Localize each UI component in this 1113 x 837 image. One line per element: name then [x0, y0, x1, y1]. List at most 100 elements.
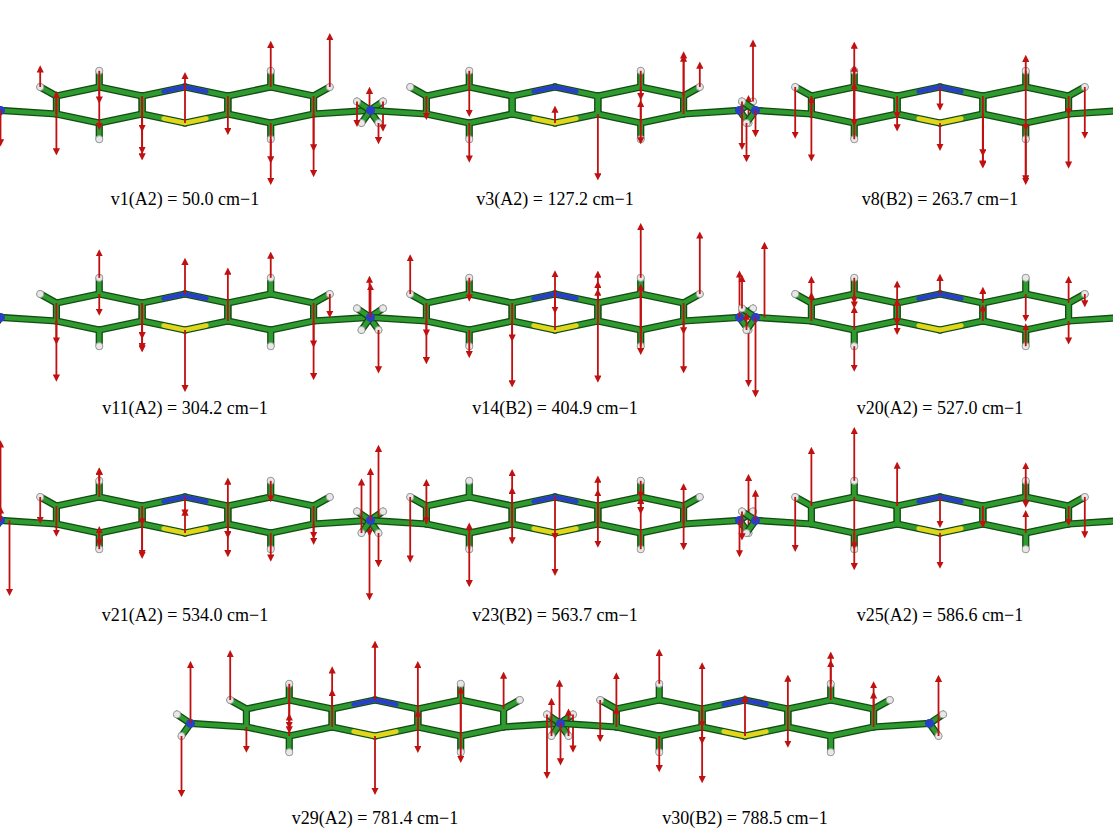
- bond-outline: [185, 114, 228, 123]
- displacement-arrow: [270, 533, 272, 558]
- nitrogen-bond: [724, 700, 745, 705]
- bond-outline: [426, 321, 469, 330]
- displacement-arrow: [425, 303, 427, 333]
- displacement-arrow: [1068, 506, 1070, 522]
- bond: [1026, 87, 1069, 96]
- bond: [140, 506, 145, 524]
- sulfur-bond: [534, 119, 555, 124]
- hydrogen-atom: [326, 493, 333, 500]
- bond-outline: [99, 114, 142, 123]
- nitrogen-bond: [745, 700, 766, 705]
- bond-outline: [555, 321, 598, 330]
- hydrogen-atom: [37, 290, 44, 297]
- displacement-arrow: [425, 96, 427, 116]
- nitrogen-bond: [940, 294, 961, 299]
- bond: [418, 727, 461, 736]
- bond: [99, 524, 142, 533]
- nitrogen-bond: [534, 87, 555, 92]
- bond-outline: [426, 87, 469, 96]
- displacement-arrow: [746, 316, 748, 330]
- bond: [598, 87, 641, 96]
- bond-outline: [99, 321, 142, 330]
- displacement-arrow: [683, 58, 685, 114]
- bond: [1066, 96, 1071, 114]
- bond-outline: [418, 700, 461, 709]
- hydrogen-atom: [96, 343, 103, 350]
- hydrogen-atom: [379, 508, 386, 515]
- bond: [854, 497, 897, 506]
- bond: [641, 294, 684, 303]
- bond: [702, 727, 745, 736]
- displacement-arrow: [699, 65, 701, 87]
- sulfur-bond: [919, 119, 940, 124]
- bond: [1069, 110, 1113, 114]
- bond-outline: [469, 87, 512, 96]
- bond: [895, 303, 900, 321]
- bond-outline: [616, 727, 659, 736]
- hydrogen-atom: [358, 119, 365, 126]
- bond: [616, 727, 659, 736]
- nitrogen-bond: [164, 497, 185, 502]
- bond: [1026, 321, 1069, 330]
- mode-label: v30(B2) = 788.5 cm−1: [662, 808, 827, 829]
- bond-outline: [228, 321, 271, 330]
- displacement-arrow: [511, 321, 513, 384]
- displacement-arrow: [361, 482, 363, 533]
- bond-outline: [1069, 317, 1113, 321]
- bond-outline: [811, 294, 854, 303]
- bond-outline: [426, 114, 469, 123]
- displacement-arrow: [98, 294, 100, 312]
- bond-outline: [983, 321, 1026, 330]
- displacement-arrow: [184, 330, 186, 389]
- displacement-arrow: [55, 506, 57, 533]
- bond: [981, 506, 986, 524]
- bond-outline: [854, 524, 897, 533]
- bond-outline: [426, 524, 469, 533]
- displacement-arrow: [701, 727, 703, 780]
- bond-outline: [142, 87, 185, 96]
- bond: [142, 497, 185, 506]
- bond: [831, 727, 874, 736]
- sulfur-bond: [534, 529, 555, 534]
- displacement-arrow: [982, 506, 984, 525]
- bond-outline: [271, 294, 314, 303]
- hydrogen-atom: [457, 680, 464, 687]
- mode-label: v11(A2) = 304.2 cm−1: [102, 398, 268, 419]
- displacement-arrow: [1068, 321, 1070, 341]
- bond: [555, 87, 598, 96]
- amine-nitrogen: [366, 106, 375, 115]
- bond-outline: [418, 727, 461, 736]
- nitrogen-bond: [555, 294, 576, 299]
- displacement-arrow: [830, 663, 832, 683]
- bond: [185, 321, 228, 330]
- bond-outline: [854, 114, 897, 123]
- displacement-arrow: [374, 736, 376, 791]
- bond-outline: [461, 700, 504, 709]
- bond: [702, 700, 745, 709]
- hydrogen-atom: [173, 711, 180, 718]
- bond-outline: [271, 524, 314, 533]
- bond-outline: [598, 114, 641, 123]
- bond-outline: [598, 524, 641, 533]
- bond: [426, 114, 469, 123]
- nitrogen-bond: [534, 497, 555, 502]
- bond-outline: [854, 497, 897, 506]
- displacement-arrow: [511, 506, 513, 541]
- displacement-arrow: [409, 258, 411, 294]
- bond: [375, 700, 418, 709]
- displacement-arrow: [1084, 294, 1086, 304]
- bond: [596, 96, 601, 114]
- displacement-arrow: [468, 330, 470, 355]
- bond: [895, 506, 900, 524]
- nitrogen-bond: [555, 87, 576, 92]
- mode-label: v25(A2) = 586.6 cm−1: [857, 605, 1023, 626]
- bond: [375, 727, 418, 736]
- bond: [271, 87, 314, 96]
- hydrogen-atom: [743, 529, 750, 536]
- sulfur-bond: [185, 326, 206, 331]
- bond-outline: [811, 321, 854, 330]
- displacement-arrow: [939, 277, 941, 294]
- bond: [0, 317, 56, 321]
- displacement-arrow: [370, 287, 372, 318]
- bond-outline: [897, 87, 940, 96]
